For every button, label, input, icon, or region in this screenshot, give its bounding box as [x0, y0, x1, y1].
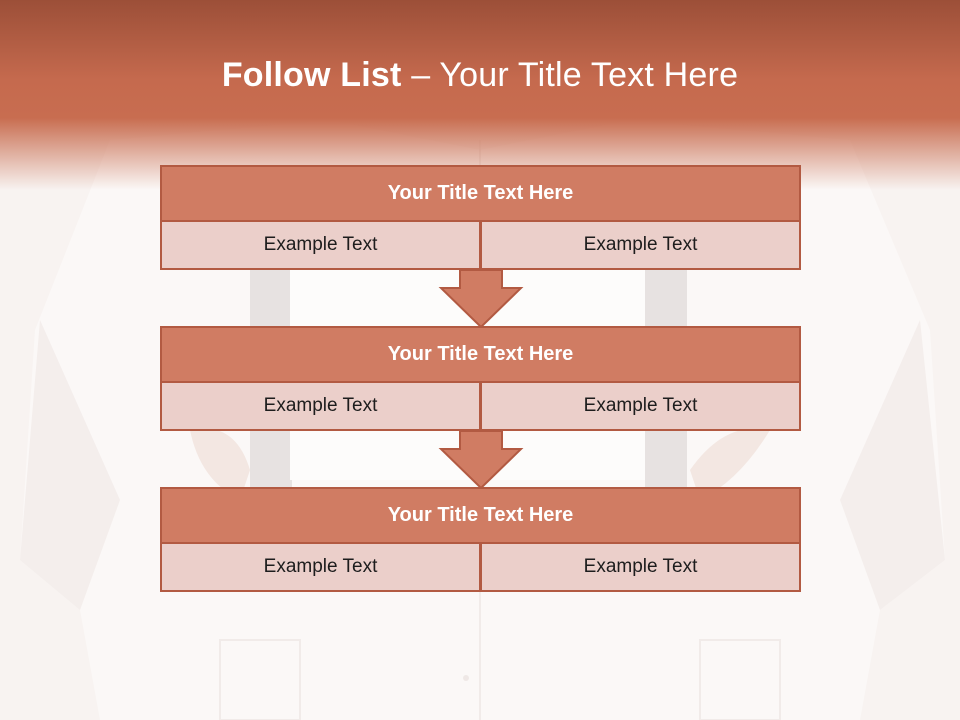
step-box-2: Your Title Text Here Example Text Exampl… [160, 326, 801, 431]
title-band [0, 0, 960, 190]
step-title-1: Your Title Text Here [160, 165, 801, 222]
down-arrow-icon [438, 269, 524, 329]
slide-title-subtitle: – Your Title Text Here [401, 56, 739, 94]
step-box-3: Your Title Text Here Example Text Exampl… [160, 487, 801, 592]
step-title-2: Your Title Text Here [160, 326, 801, 383]
step-cell-1-right: Example Text [480, 222, 801, 270]
step-cell-1-left: Example Text [160, 222, 481, 270]
step-cell-3-left: Example Text [160, 544, 481, 592]
step-cell-2-left: Example Text [160, 383, 481, 431]
step-cell-3-right: Example Text [480, 544, 801, 592]
down-arrow-icon [438, 430, 524, 490]
step-box-1: Your Title Text Here Example Text Exampl… [160, 165, 801, 270]
slide-title-main: Follow List [221, 56, 402, 94]
step-title-3: Your Title Text Here [160, 487, 801, 544]
step-cell-2-right: Example Text [480, 383, 801, 431]
slide-title: Follow List – Your Title Text Here [0, 56, 960, 95]
